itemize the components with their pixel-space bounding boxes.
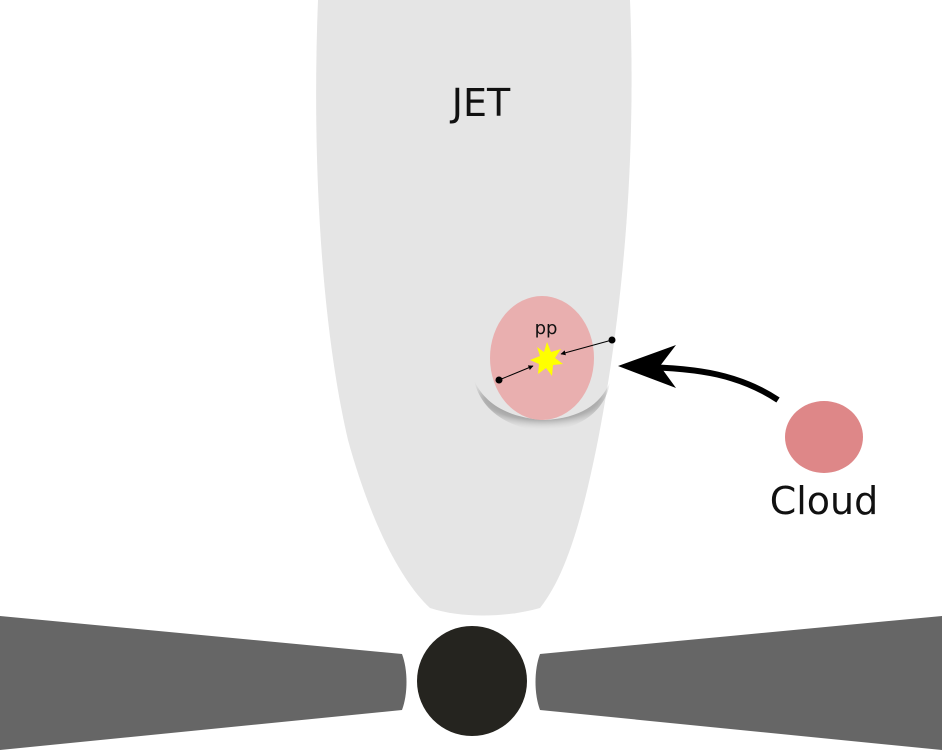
accretion-disk-right: [535, 616, 942, 750]
cloud-label: Cloud: [770, 479, 879, 523]
accretion-disk-left: [0, 616, 407, 750]
arrow-head: [618, 345, 676, 388]
starburst-icon: [530, 342, 563, 376]
pp-label: pp: [535, 318, 558, 339]
jet-label: JET: [450, 81, 511, 125]
bow-shock-shadow: [474, 380, 610, 432]
proton-right-path: [560, 339, 613, 356]
cloud: [785, 401, 863, 473]
proton-left-path: [498, 365, 534, 381]
jet-shape: [316, 0, 632, 616]
black-hole: [417, 626, 527, 736]
